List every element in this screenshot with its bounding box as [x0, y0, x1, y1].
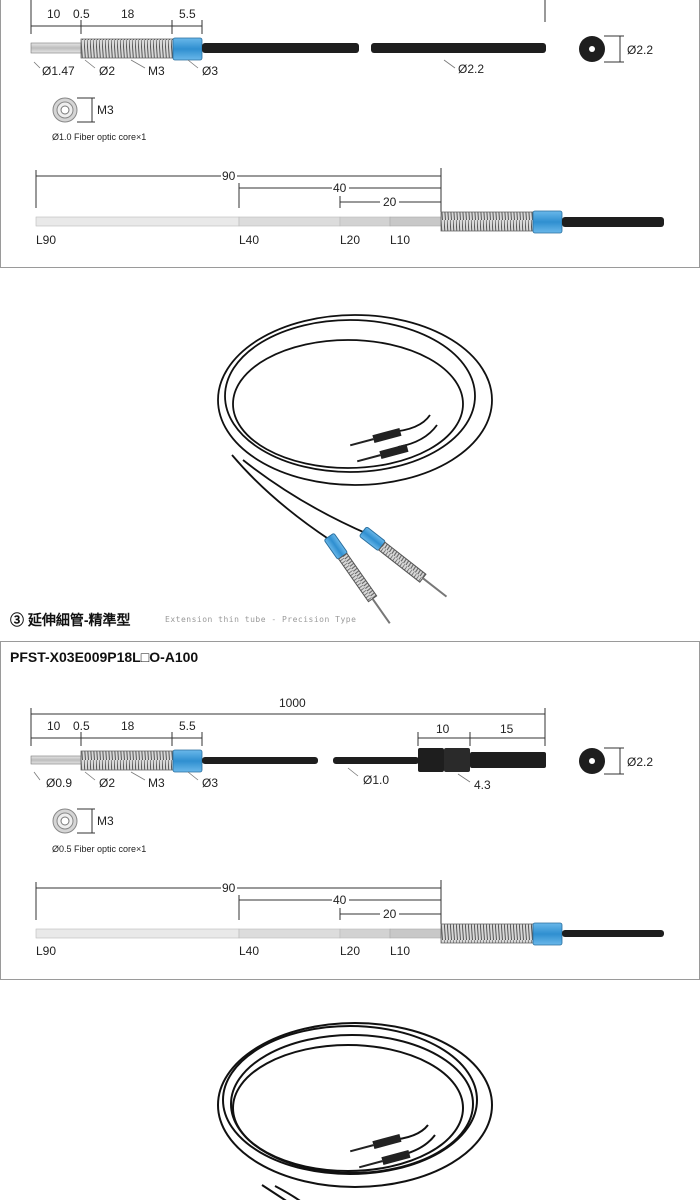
- panel2-cut-dimension-lines: [35, 880, 442, 924]
- panel2-dimension-lines: [30, 708, 546, 746]
- callout-cable: Ø2.2: [458, 62, 484, 76]
- dim-18: 18: [121, 7, 135, 21]
- dim2-connector-15: 15: [500, 722, 514, 736]
- section-title: ③ 延伸細管-精準型: [10, 612, 131, 628]
- cut-label-l40: L40: [239, 233, 259, 247]
- cut2-label-l20: L20: [340, 944, 360, 958]
- cut-label-l90: L90: [36, 233, 56, 247]
- callout2-shaft: Ø0.9: [46, 776, 72, 790]
- callout2-thread-m: M3: [148, 776, 165, 790]
- cut2-dim-90: 90: [222, 881, 236, 895]
- panel1-end-section-icon: [579, 35, 624, 63]
- coiled-fiber-connectors-2: [349, 1133, 411, 1169]
- coiled-fiber-connectors-1: [349, 427, 409, 463]
- panel2-sensor-head: [30, 748, 546, 773]
- callout2-thread: Ø2: [99, 776, 115, 790]
- cut-dim-90: 90: [222, 169, 236, 183]
- cut-dim-20: 20: [383, 195, 397, 209]
- cut-label-l10: L10: [390, 233, 410, 247]
- dim2-10: 10: [47, 719, 61, 733]
- cut2-label-l40: L40: [239, 944, 259, 958]
- end-section2-label: Ø2.2: [627, 755, 653, 769]
- dim-0-5: 0.5: [73, 7, 90, 21]
- cut2-dim-40: 40: [333, 893, 347, 907]
- panel1-front-view-icon: [52, 97, 95, 123]
- dim-10: 10: [47, 7, 61, 21]
- callout-shaft: Ø1.47: [42, 64, 75, 78]
- dim-5-5: 5.5: [179, 7, 196, 21]
- panel2-front-view-icon: [52, 808, 95, 834]
- panel2-callout-lines: [33, 767, 471, 783]
- callout2-sleeve: Ø3: [202, 776, 218, 790]
- panel1-cut-probe: [35, 210, 664, 234]
- end-section-label: Ø2.2: [627, 43, 653, 57]
- dim-total-length: 1000: [279, 696, 306, 710]
- dim2-5-5: 5.5: [179, 719, 196, 733]
- coiled-fiber-illustration-2: [217, 1022, 493, 1200]
- callout-sleeve: Ø3: [202, 64, 218, 78]
- front-view-label: M3: [97, 103, 114, 117]
- model-number: PFST-X03E009P18L□O-A100: [10, 649, 199, 665]
- panel1-sensor-head: [30, 37, 546, 61]
- cut2-label-l90: L90: [36, 944, 56, 958]
- cut-label-l20: L20: [340, 233, 360, 247]
- panel1-callout-lines: [33, 59, 456, 69]
- callout2-cable: Ø1.0: [363, 773, 389, 787]
- section-subtitle: Extension thin tube - Precision Type: [165, 615, 357, 624]
- front-view2-caption: Ø0.5 Fiber optic core×1: [52, 844, 146, 854]
- cut-dim-40: 40: [333, 181, 347, 195]
- callout2-connector: 4.3: [474, 778, 491, 792]
- panel1-cut-dimension-lines: [35, 168, 442, 212]
- front-view-caption: Ø1.0 Fiber optic core×1: [52, 132, 146, 142]
- callout-thread-m: M3: [148, 64, 165, 78]
- dim2-0-5: 0.5: [73, 719, 90, 733]
- probe-heads-illustration-1: [324, 526, 448, 624]
- spec-panel-2: [0, 641, 700, 980]
- front-view2-label: M3: [97, 814, 114, 828]
- panel2-end-section-icon: [579, 747, 624, 775]
- dim2-connector-10: 10: [436, 722, 450, 736]
- coiled-fiber-illustration-1: [217, 314, 493, 541]
- callout-thread: Ø2: [99, 64, 115, 78]
- panel2-cut-probe: [35, 922, 664, 946]
- cut2-dim-20: 20: [383, 907, 397, 921]
- dim2-18: 18: [121, 719, 135, 733]
- cut2-label-l10: L10: [390, 944, 410, 958]
- panel1-dimension-lines: [30, 0, 546, 34]
